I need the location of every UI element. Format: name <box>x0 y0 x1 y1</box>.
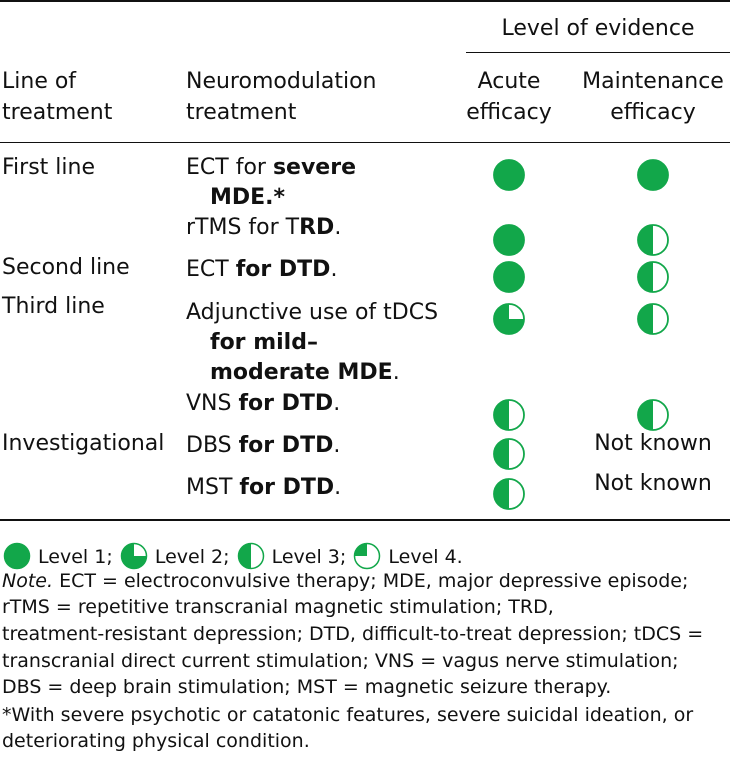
acute-icon-mst <box>491 476 527 512</box>
text-bold: MDE.* <box>210 185 286 210</box>
header-maintenance-2: efficacy <box>610 100 696 125</box>
maintenance-dbs-text: Not known <box>594 431 712 456</box>
line-first: First line <box>2 155 95 180</box>
asterisk-line-1: *With severe psychotic or catatonic feat… <box>2 704 694 726</box>
treatment-vns: VNS for DTD. <box>186 389 340 419</box>
header-neuromodulation-1: Neuromodulation <box>186 69 377 94</box>
half-circle-icon <box>236 541 266 571</box>
level-of-evidence-rule <box>466 52 730 53</box>
header-line-of-treatment-2: treatment <box>2 100 113 125</box>
legend-level2: Level 2; <box>154 546 230 568</box>
text-bold: RD <box>299 215 335 240</box>
maintenance-mst-text: Not known <box>594 471 712 496</box>
text: Adjunctive use of tDCS <box>186 300 439 325</box>
acute-icon-vns <box>491 397 527 433</box>
treatment-rtms: rTMS for TRD. <box>186 213 341 243</box>
maintenance-icon-tdcs <box>635 301 671 337</box>
text-bold: moderate MDE <box>210 360 393 385</box>
header-neuromodulation-2: treatment <box>186 100 297 125</box>
legend-level4: Level 4. <box>388 546 463 568</box>
line-investigational: Investigational <box>2 431 165 456</box>
header-rule <box>0 142 730 143</box>
line-second: Second line <box>2 255 130 280</box>
text: ECT <box>186 257 236 282</box>
text: ECT for <box>186 155 273 180</box>
treatment-mst: MST for DTD. <box>186 473 341 503</box>
top-rule <box>0 0 730 2</box>
text-bold: severe <box>272 155 356 180</box>
text: . <box>334 475 342 500</box>
header-level-of-evidence: Level of evidence <box>501 16 695 41</box>
note-line-1: Note. ECT = electroconvulsive therapy; M… <box>2 568 728 594</box>
legend: Level 1; Level 2; Level 3; Level 4. <box>2 541 728 571</box>
line-third: Third line <box>2 294 105 319</box>
header-line-of-treatment-1: Line of <box>2 69 77 94</box>
text-bold: for DTD <box>239 475 335 500</box>
treatment-ect-dtd: ECT for DTD. <box>186 255 337 285</box>
acute-icon-tdcs <box>491 301 527 337</box>
legend-level1: Level 1; <box>38 546 113 568</box>
text: . <box>330 257 338 282</box>
maintenance-icon-ect-dtd <box>635 259 671 295</box>
text: . <box>333 433 341 458</box>
note-text: ECT = electroconvulsive therapy; MDE, ma… <box>53 570 689 592</box>
legend-level3: Level 3; <box>271 546 347 568</box>
acute-icon-rtms <box>491 222 527 258</box>
maintenance-icon-vns <box>635 397 671 433</box>
treatment-tdcs-cont1: for mild– <box>210 328 318 358</box>
quarter-circle-icon <box>352 541 382 571</box>
note-line-4: transcranial direct current stimulation;… <box>2 650 679 672</box>
treatment-tdcs-cont2: moderate MDE. <box>210 358 400 388</box>
text: rTMS for T <box>186 215 300 240</box>
header-maintenance-1: Maintenance <box>582 69 724 94</box>
text: . <box>334 215 342 240</box>
asterisk-line-2: deteriorating physical condition. <box>2 730 310 752</box>
treatment-tdcs: Adjunctive use of tDCS <box>186 298 438 328</box>
text: . <box>333 391 341 416</box>
note-line-3: treatment-resistant depression; DTD, dif… <box>2 623 704 645</box>
text-bold: for DTD <box>235 257 331 282</box>
maintenance-icon-ect-severe <box>635 157 671 193</box>
header-acute-2: efficacy <box>466 100 552 125</box>
text-bold: for mild– <box>210 330 318 355</box>
text-bold: for DTD <box>238 391 334 416</box>
note-label: Note. <box>2 570 54 592</box>
full-circle-icon <box>2 541 32 571</box>
text: MST <box>186 475 240 500</box>
note-line-5: DBS = deep brain stimulation; MST = magn… <box>2 676 612 698</box>
treatment-dbs: DBS for DTD. <box>186 431 340 461</box>
text: . <box>392 360 400 385</box>
note-line-2: rTMS = repetitive transcranial magnetic … <box>2 596 554 618</box>
acute-icon-ect-severe <box>491 157 527 193</box>
acute-icon-dbs <box>491 436 527 472</box>
three-quarter-circle-icon <box>119 541 149 571</box>
text-bold: for DTD <box>238 433 334 458</box>
maintenance-icon-rtms <box>635 222 671 258</box>
header-acute-1: Acute <box>477 69 541 94</box>
acute-icon-ect-dtd <box>491 259 527 295</box>
text: DBS <box>186 433 239 458</box>
bottom-rule <box>0 519 730 521</box>
treatment-ect-severe-cont: MDE.* <box>210 183 285 213</box>
text: VNS <box>186 391 239 416</box>
treatment-ect-severe: ECT for severe <box>186 153 356 183</box>
